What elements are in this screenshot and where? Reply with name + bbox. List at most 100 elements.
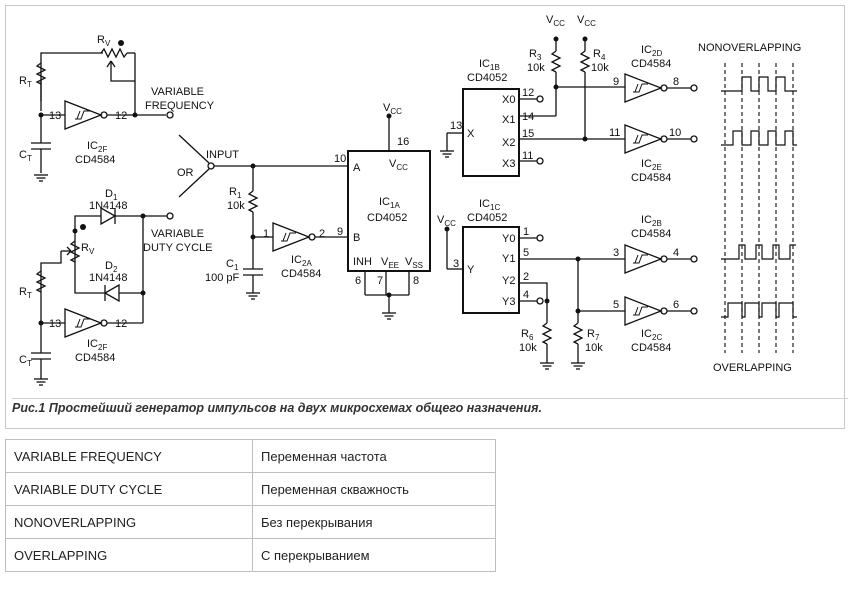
label-vcc-ic1a: VCC xyxy=(383,102,402,116)
label-variable-duty-2: DUTY CYCLE xyxy=(143,242,212,254)
table-row: NONOVERLAPPING Без перекрывания xyxy=(5,505,496,539)
schmitt-inverter-ic2c xyxy=(624,296,663,326)
label-vcc-r4: VCC xyxy=(577,14,596,28)
label-ic2e: IC2E xyxy=(641,158,662,172)
label-r3: R3 xyxy=(529,48,542,62)
pin-16: 16 xyxy=(397,136,409,148)
label-r6: R6 xyxy=(521,328,534,342)
pin-8-ic2d: 8 xyxy=(673,76,679,88)
label-r6-value: 10k xyxy=(519,342,537,354)
pin-x1: X1 xyxy=(502,114,515,126)
schmitt-inverter-ic2f-bottom xyxy=(64,308,103,338)
label-r1: R1 xyxy=(229,186,242,200)
translation-cell: Без перекрывания xyxy=(252,505,496,539)
label-ic2b-type: CD4584 xyxy=(631,228,671,240)
label-variable-duty-1: VARIABLE xyxy=(151,228,204,240)
label-ct-top: CT xyxy=(19,149,32,163)
label-d2: D2 xyxy=(105,260,118,274)
diode-d1 xyxy=(100,206,117,226)
pin-4-ic1c: 4 xyxy=(523,289,529,301)
schmitt-inverter-ic2e xyxy=(624,124,663,154)
pin-10-ic2e: 10 xyxy=(669,127,681,139)
term-cell: VARIABLE DUTY CYCLE xyxy=(5,472,253,506)
label-r1-value: 10k xyxy=(227,200,245,212)
pin-a: A xyxy=(353,162,361,174)
pin-y2: Y2 xyxy=(502,275,515,287)
label-ic1c-type: CD4052 xyxy=(467,212,507,224)
waveform-nonoverlap-1 xyxy=(721,76,797,92)
label-ic1a-type: CD4052 xyxy=(367,212,407,224)
pin-1-ic1c: 1 xyxy=(523,226,529,238)
pin-8-ic1a: 8 xyxy=(413,275,419,287)
resistor-r3 xyxy=(550,50,562,73)
pin-5-ic1c: 5 xyxy=(523,247,529,259)
pin-vee: VEE xyxy=(381,256,399,270)
label-ic1a: IC1A xyxy=(379,196,400,210)
pin-15: 15 xyxy=(522,128,534,140)
pin-12-bottom: 12 xyxy=(115,318,127,330)
label-r4: R4 xyxy=(593,48,606,62)
waveform-overlap-2 xyxy=(721,302,797,318)
label-vcc-r3: VCC xyxy=(546,14,565,28)
label-or: OR xyxy=(177,167,194,179)
pin-inh: INH xyxy=(353,256,372,268)
label-r4-value: 10k xyxy=(591,62,609,74)
label-ic2d: IC2D xyxy=(641,44,662,58)
pin-13-ic1b: 13 xyxy=(450,120,462,132)
pin-14: 14 xyxy=(522,111,534,123)
pin-vss: VSS xyxy=(405,256,423,270)
label-rt-bottom: RT xyxy=(19,286,32,300)
pin-6-ic2c: 6 xyxy=(673,299,679,311)
term-cell: NONOVERLAPPING xyxy=(5,505,253,539)
waveform-nonoverlap-2 xyxy=(721,130,797,146)
label-ic2f-bottom: IC2F xyxy=(87,338,107,352)
label-rt-top: RT xyxy=(19,75,32,89)
schmitt-inverter-ic2d xyxy=(624,73,663,103)
translation-cell: Переменная скважность xyxy=(252,472,496,506)
label-cd4584-bottom: CD4584 xyxy=(75,352,115,364)
caption-divider xyxy=(12,398,848,399)
pin-11-ic1b: 11 xyxy=(522,150,533,162)
translation-table: VARIABLE FREQUENCY Переменная частота VA… xyxy=(5,439,496,572)
label-ic2a-type: CD4584 xyxy=(281,268,321,280)
pin-y: Y xyxy=(467,264,475,276)
waveform-overlap-1 xyxy=(721,244,796,260)
figure-caption: Рис.1 Простейший генератор импульсов на … xyxy=(12,401,542,415)
label-ic2f-top: IC2F xyxy=(87,140,107,154)
label-ic2c: IC2C xyxy=(641,328,662,342)
pin-12-ic1b: 12 xyxy=(522,87,534,99)
pin-11-ic2e: 11 xyxy=(609,127,620,139)
resistor-rt-top xyxy=(35,62,47,85)
selector-switch xyxy=(166,111,347,220)
pin-2-ic1c: 2 xyxy=(523,271,529,283)
resistor-r1 xyxy=(247,190,259,213)
label-cd4584-top: CD4584 xyxy=(75,154,115,166)
circuit-schematic: RV RT 13 12 CT IC2F CD4584 VARIABLE FREQ… xyxy=(19,14,801,386)
oscillator-top xyxy=(31,47,166,173)
label-ic2d-type: CD4584 xyxy=(631,58,671,70)
label-ct-bottom: CT xyxy=(19,354,32,368)
label-c1-value: 100 pF xyxy=(205,272,240,284)
label-input: INPUT xyxy=(206,149,239,161)
resistor-r7 xyxy=(572,322,584,345)
resistor-rt-bottom xyxy=(35,270,47,293)
resistor-r6 xyxy=(541,322,553,345)
schmitt-inverter-ic2b xyxy=(624,244,663,274)
pin-3-ic2b: 3 xyxy=(613,247,619,259)
pin-5-ic2c: 5 xyxy=(613,299,619,311)
pin-6: 6 xyxy=(355,275,361,287)
term-cell: OVERLAPPING xyxy=(5,538,253,572)
pin-4-ic2b: 4 xyxy=(673,247,679,259)
label-ic1b: IC1B xyxy=(479,58,500,72)
label-ic2c-type: CD4584 xyxy=(631,342,671,354)
schmitt-inverter-ic2a xyxy=(272,222,311,252)
pin-13-bottom: 13 xyxy=(49,318,61,330)
table-row: VARIABLE DUTY CYCLE Переменная скважност… xyxy=(5,472,496,506)
pin-12-top: 12 xyxy=(115,110,127,122)
label-ic2b: IC2B xyxy=(641,214,662,228)
pin-x2: X2 xyxy=(502,137,515,149)
resistor-r4 xyxy=(579,50,591,73)
term-cell: VARIABLE FREQUENCY xyxy=(5,439,253,473)
wire xyxy=(40,52,103,111)
pin-7: 7 xyxy=(377,275,383,287)
